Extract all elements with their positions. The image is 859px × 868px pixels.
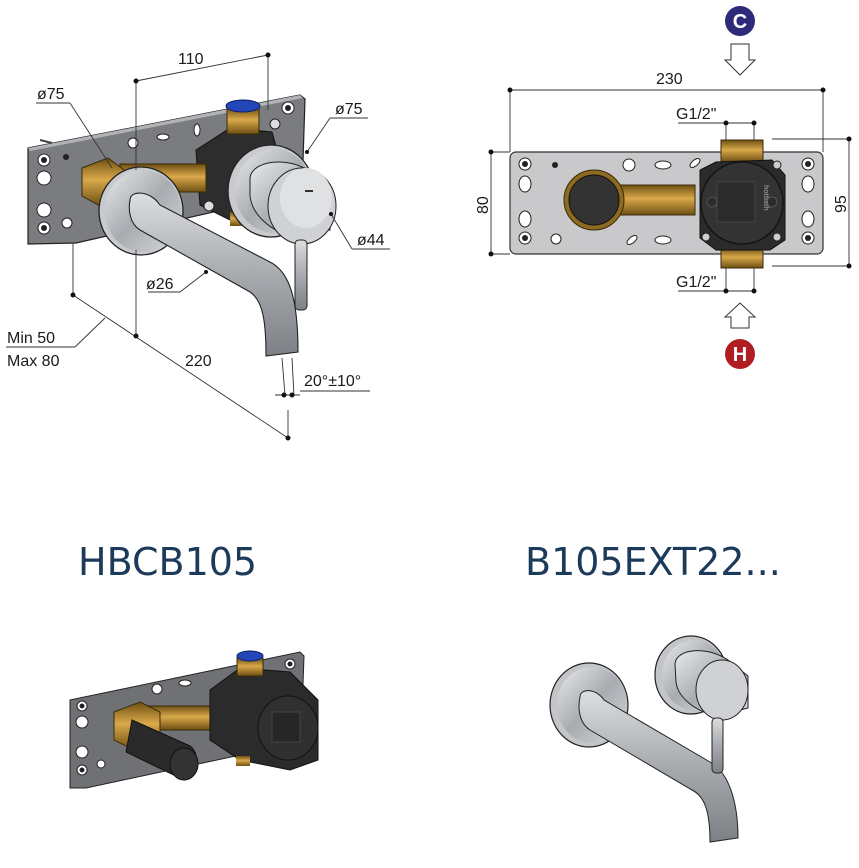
cold-cap	[225, 99, 261, 113]
dim-80: 80	[475, 196, 492, 214]
hot-badge-letter: H	[733, 344, 747, 366]
front-view-drawing: C hotbath	[475, 6, 852, 369]
dim-rosette-left: ø75	[37, 86, 65, 103]
product-code-right: B105EXT22...	[525, 540, 781, 584]
spout-connection-cap	[568, 174, 620, 226]
cold-badge-letter: C	[733, 11, 747, 33]
dim-inlet-top: G1/2"	[676, 106, 716, 123]
dim-95: 95	[833, 195, 850, 213]
product-code-left: HBCB105	[78, 540, 258, 584]
product-render-b105ext22	[549, 635, 749, 843]
product-render-hbcb105	[69, 650, 319, 789]
cold-inlet-badge	[725, 6, 755, 36]
hot-arrow-up-icon	[723, 302, 757, 329]
dim-max: Max 80	[7, 353, 60, 370]
dim-rosette-right: ø75	[335, 101, 363, 118]
cold-arrow-down-icon	[723, 43, 757, 76]
perspective-assembly-drawing: 110 ø75 ø75 ø44 ø26 Min 50 Max 80 220 20…	[6, 51, 390, 441]
spout	[128, 192, 299, 357]
brand-mark: hotbath	[762, 185, 769, 211]
dim-220: 220	[185, 353, 212, 370]
lever	[294, 239, 308, 311]
dim-min: Min 50	[7, 330, 55, 347]
hot-inlet-badge	[725, 339, 755, 369]
dim-handle: ø44	[357, 232, 385, 249]
dim-110: 110	[178, 51, 204, 68]
dim-230: 230	[656, 71, 683, 88]
dim-angle: 20°±10°	[304, 373, 361, 390]
dim-spout: ø26	[146, 276, 174, 293]
dim-inlet-bottom: G1/2"	[676, 274, 716, 291]
